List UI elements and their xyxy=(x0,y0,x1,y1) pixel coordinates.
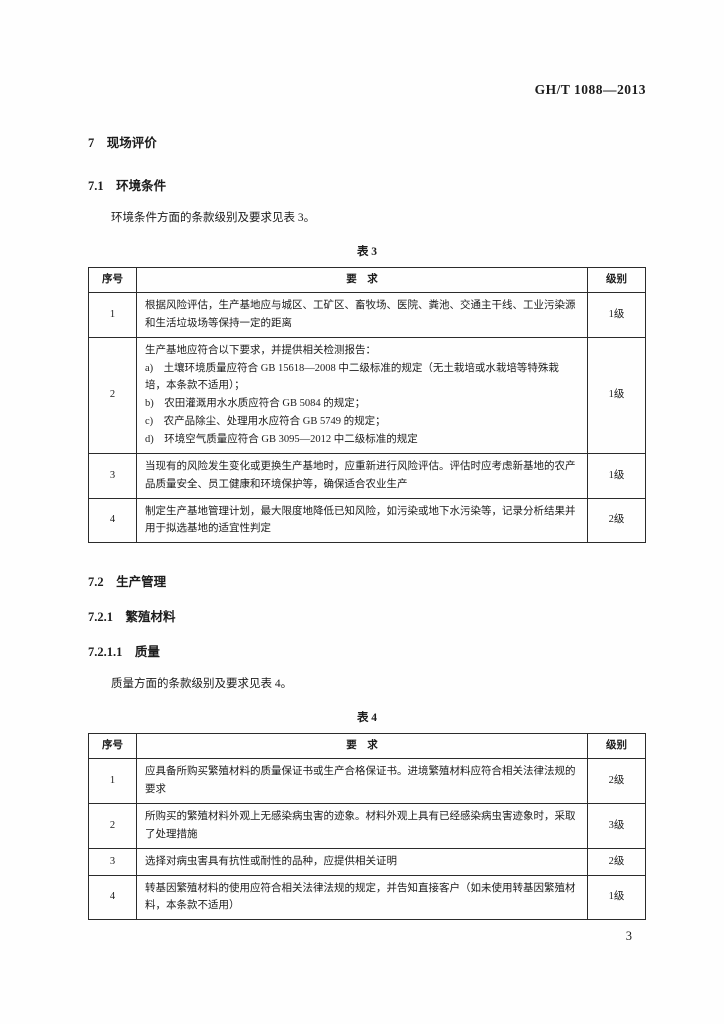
table3-row4-level: 2级 xyxy=(587,497,646,544)
table4-row3-req: 选择对病虫害具有抗性或耐性的品种，应提供相关证明 xyxy=(136,847,588,876)
table4-header-row: 序号 要 求 级别 xyxy=(88,733,646,760)
table3-row4-req: 制定生产基地管理计划，最大限度地降低已知风险，如污染或地下水污染等，记录分析结果… xyxy=(136,497,588,544)
table3-row2-level: 1级 xyxy=(587,336,646,454)
table3-row4-no: 4 xyxy=(88,497,137,544)
table-row: 1 应具备所购买繁殖材料的质量保证书或生产合格保证书。进境繁殖材料应符合相关法律… xyxy=(88,758,646,804)
table4-header-req: 要 求 xyxy=(136,733,588,760)
table4-row4-no: 4 xyxy=(88,874,137,921)
table4-caption: 表 4 xyxy=(356,712,378,725)
page-content: GH/T 1088—2013 7 现场评价 7.1 环境条件 环境条件方面的条款… xyxy=(88,82,646,921)
table-row: 3 当现有的风险发生变化或更换生产基地时，应重新进行风险评估。评估时应考虑新基地… xyxy=(88,452,646,499)
table4-row1-req: 应具备所购买繁殖材料的质量保证书或生产合格保证书。进境繁殖材料应符合相关法律法规… xyxy=(136,758,588,804)
heading-7-2: 7.2 生产管理 xyxy=(88,575,167,590)
table3-row1-no: 1 xyxy=(88,292,137,338)
table4-row3-no: 3 xyxy=(88,847,137,876)
table-row: 3 选择对病虫害具有抗性或耐性的品种，应提供相关证明 2级 xyxy=(88,847,646,876)
heading-7: 7 现场评价 xyxy=(88,136,157,150)
table4-row3-level: 2级 xyxy=(587,847,646,876)
table4-row1-level: 2级 xyxy=(587,758,646,804)
doc-number: GH/T 1088—2013 xyxy=(534,82,646,97)
table3-row1-level: 1级 xyxy=(587,292,646,338)
page-number: 3 xyxy=(625,929,632,943)
table4-row2-level: 3级 xyxy=(587,803,646,849)
table4-row2-no: 2 xyxy=(88,803,137,849)
table3-header-req: 要 求 xyxy=(136,267,588,294)
table3-row3-level: 1级 xyxy=(587,452,646,499)
table3-caption: 表 3 xyxy=(356,246,378,259)
table-row: 4 转基因繁殖材料的使用应符合相关法律法规的规定，并告知直接客户（如未使用转基因… xyxy=(88,874,646,921)
table4-row4-level: 1级 xyxy=(587,874,646,921)
table4-header-level: 级别 xyxy=(587,733,646,760)
table-row: 4 制定生产基地管理计划，最大限度地降低已知风险，如污染或地下水污染等，记录分析… xyxy=(88,497,646,544)
table4-row1-no: 1 xyxy=(88,758,137,804)
table3-header-row: 序号 要 求 级别 xyxy=(88,267,646,294)
table3-row3-no: 3 xyxy=(88,452,137,499)
table3-row2-no: 2 xyxy=(88,336,137,454)
heading-7-1: 7.1 环境条件 xyxy=(88,179,167,193)
table3: 序号 要 求 级别 1 根据风险评估，生产基地应与城区、工矿区、畜牧场、医院、粪… xyxy=(88,267,646,544)
table3-row3-req: 当现有的风险发生变化或更换生产基地时，应重新进行风险评估。评估时应考虑新基地的农… xyxy=(136,452,588,499)
heading-7-2-1: 7.2.1 繁殖材料 xyxy=(88,610,176,625)
table3-header-no: 序号 xyxy=(88,267,137,294)
table-row: 2 生产基地应符合以下要求，并提供相关检测报告： a) 土壤环境质量应符合 GB… xyxy=(88,336,646,454)
table4: 序号 要 求 级别 1 应具备所购买繁殖材料的质量保证书或生产合格保证书。进境繁… xyxy=(88,733,646,921)
table3-row2-req: 生产基地应符合以下要求，并提供相关检测报告： a) 土壤环境质量应符合 GB 1… xyxy=(136,336,588,454)
table4-row4-req: 转基因繁殖材料的使用应符合相关法律法规的规定，并告知直接客户（如未使用转基因繁殖… xyxy=(136,874,588,921)
table3-header-level: 级别 xyxy=(587,267,646,294)
table4-row2-req: 所购买的繁殖材料外观上无感染病虫害的迹象。材料外观上具有已经感染病虫害迹象时，采… xyxy=(136,803,588,849)
table-row: 1 根据风险评估，生产基地应与城区、工矿区、畜牧场、医院、粪池、交通主干线、工业… xyxy=(88,292,646,338)
table3-row1-req: 根据风险评估，生产基地应与城区、工矿区、畜牧场、医院、粪池、交通主干线、工业污染… xyxy=(136,292,588,338)
table-row: 2 所购买的繁殖材料外观上无感染病虫害的迹象。材料外观上具有已经感染病虫害迹象时… xyxy=(88,803,646,849)
heading-7-2-1-1: 7.2.1.1 质量 xyxy=(88,645,160,660)
table4-header-no: 序号 xyxy=(88,733,137,760)
paragraph-table3-intro: 环境条件方面的条款级别及要求见表 3。 xyxy=(111,212,316,224)
paragraph-table4-intro: 质量方面的条款级别及要求见表 4。 xyxy=(111,678,293,691)
